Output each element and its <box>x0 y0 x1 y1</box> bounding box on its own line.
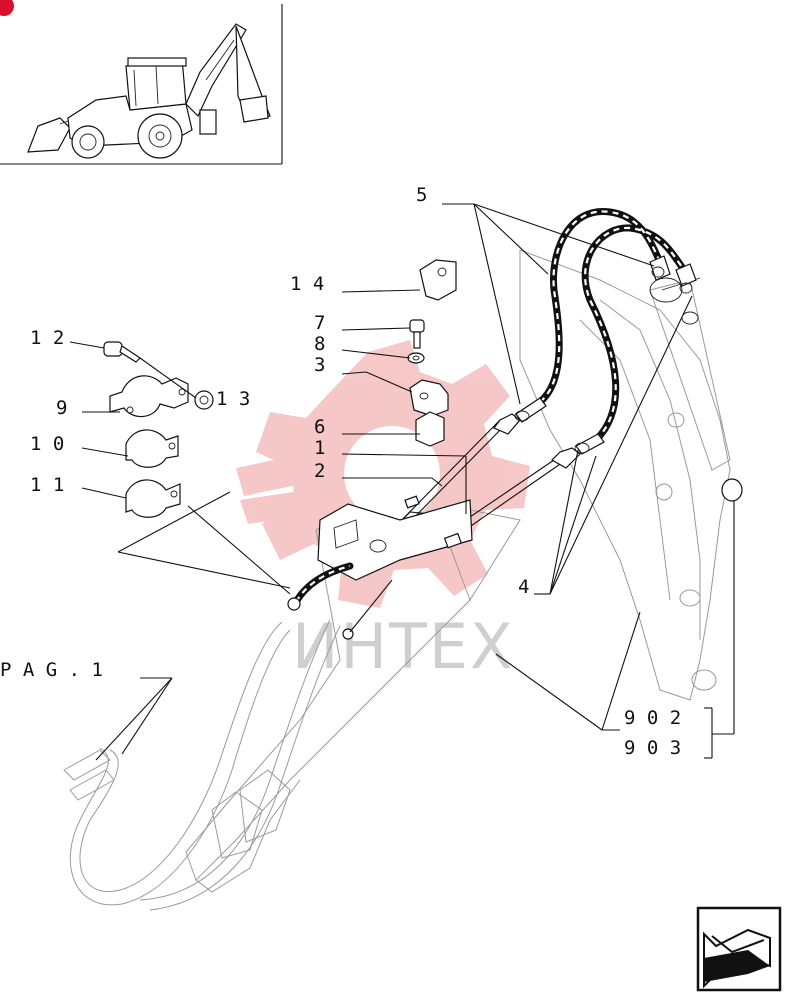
part-11-clamp <box>125 479 181 518</box>
label-10: 1 0 <box>30 433 64 455</box>
label-9: 9 <box>56 397 67 419</box>
part-7-screw <box>409 319 425 349</box>
label-6: 6 <box>314 416 325 438</box>
boom-outline <box>519 249 743 701</box>
label-3: 3 <box>314 354 325 376</box>
label-903: 9 0 3 <box>624 737 681 759</box>
part-10-clamp <box>125 429 179 468</box>
part-9-clamp <box>109 375 189 418</box>
part-14-clip <box>419 259 457 301</box>
label-pag-1: P A G . 1 <box>0 659 103 681</box>
label-1: 1 <box>314 437 325 459</box>
pipe-assembly <box>287 413 581 640</box>
part-13-nut <box>194 390 214 410</box>
label-902: 9 0 2 <box>624 707 681 729</box>
label-8: 8 <box>314 333 325 355</box>
part-3-clamp <box>409 379 449 417</box>
label-5: 5 <box>416 184 427 206</box>
label-13: 1 3 <box>216 388 250 410</box>
part-6-clamp <box>415 411 445 447</box>
watermark-text: ИНТЕХ <box>292 610 515 683</box>
leader-lines <box>69 203 735 761</box>
part-8-washer <box>407 352 425 364</box>
corner-badge-icon <box>0 0 14 16</box>
label-7: 7 <box>314 312 325 334</box>
next-page-arrow-icon[interactable] <box>696 906 782 992</box>
label-14: 1 4 <box>290 273 324 295</box>
label-11: 1 1 <box>30 474 64 496</box>
backhoe-loader-thumbnail <box>0 4 283 165</box>
label-4: 4 <box>518 576 529 598</box>
hose-pair <box>514 208 697 455</box>
label-12: 1 2 <box>30 327 64 349</box>
label-2: 2 <box>314 460 325 482</box>
part-12-bolt <box>103 341 141 363</box>
